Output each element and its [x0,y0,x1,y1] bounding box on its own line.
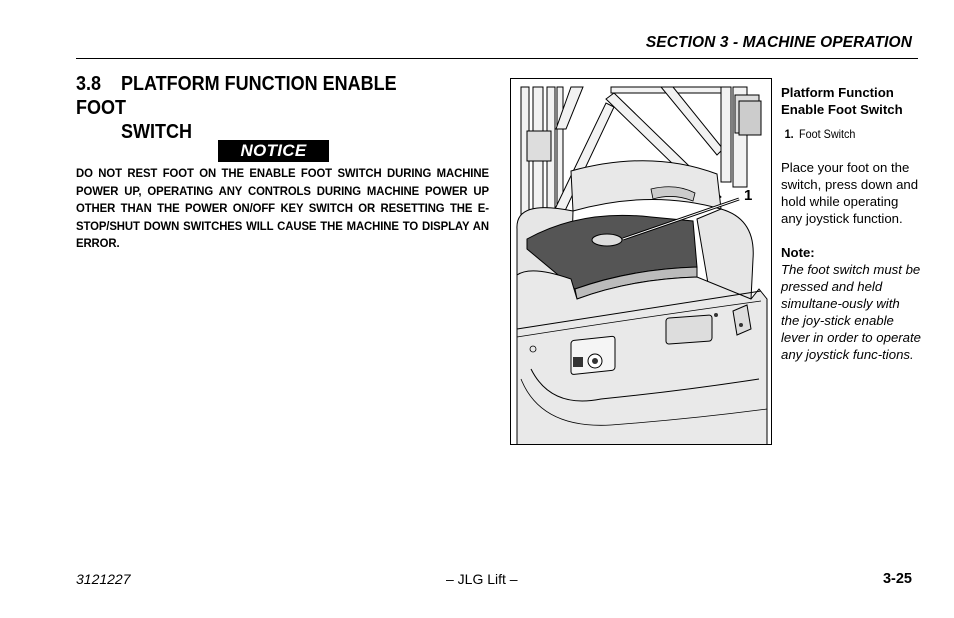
footer-brand: – JLG Lift – [446,571,518,587]
figure-title: Platform Function Enable Foot Switch [781,85,903,117]
section-title-line2: SWITCH [121,121,193,143]
page-number: 3-25 [882,571,912,587]
notice-text: DO NOT REST FOOT ON THE ENABLE FOOT SWIT… [76,166,489,250]
note-heading: Note: [781,245,815,260]
figure-caption-column: Platform Function Enable Foot Switch 1. F… [781,84,921,363]
note-body: The foot switch must be pressed and held… [781,262,922,362]
callout-number: 1 [744,187,753,204]
instruction-text: Place your foot on the switch, press dow… [781,160,919,226]
section-title-line1: PLATFORM FUNCTION ENABLE FOOT [76,73,397,119]
platform-illustration [516,86,768,444]
figure-legend: 1. Foot Switch [781,126,907,143]
doc-number: 3121227 [76,571,131,587]
legend-number: 1. [784,127,794,141]
legend-label: Foot Switch [799,127,856,141]
section-number: 3.8 [76,73,102,95]
section-header: SECTION 3 - MACHINE OPERATION [645,34,912,51]
notice-badge: NOTICE [218,140,329,162]
header-rule [76,58,918,59]
foot-switch-figure: 1 [510,78,772,445]
